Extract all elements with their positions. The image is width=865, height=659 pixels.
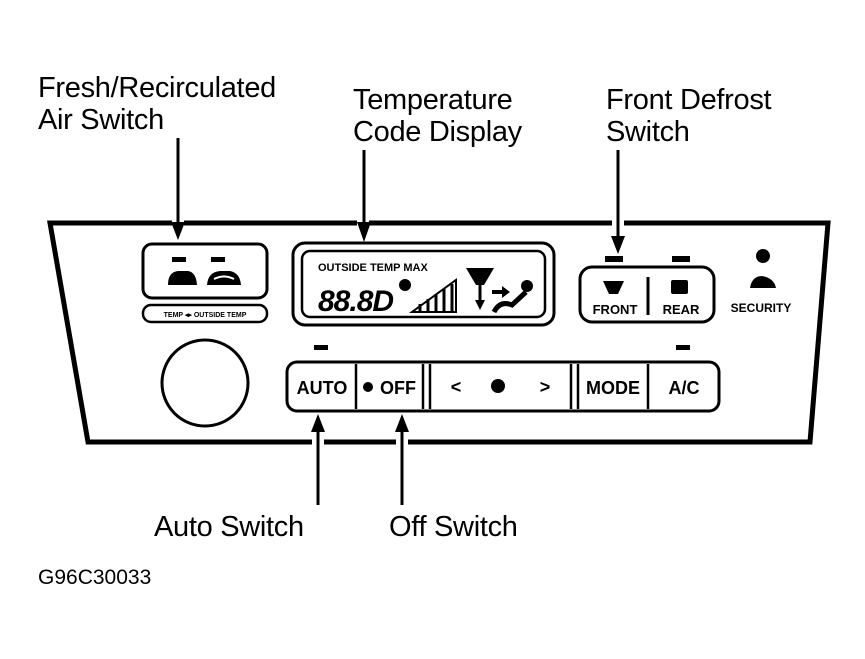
auto-indicator-led	[314, 345, 328, 350]
fan-speed-down-button[interactable]: <	[451, 377, 462, 397]
auto-label: AUTO	[297, 378, 348, 398]
ac-indicator-led	[676, 345, 690, 350]
front-defrost-icon	[603, 281, 624, 294]
mode-label: MODE	[586, 378, 640, 398]
fan-up-label: >	[540, 377, 551, 397]
arrow-front-defrost	[611, 150, 625, 254]
fan-level-bars	[408, 278, 457, 313]
security-indicator-led	[756, 249, 770, 263]
callout-fresh-recirc-line1: Fresh/Recirculated	[38, 72, 276, 104]
recirc-indicator-led	[211, 257, 225, 262]
callout-temp-display: Temperature Code Display	[353, 84, 522, 148]
callout-temp-display-line1: Temperature	[353, 84, 513, 116]
temperature-code-display: OUTSIDE TEMP MAX 88.8D	[291, 241, 556, 327]
figure-code: G96C30033	[38, 566, 152, 589]
auto-button[interactable]: AUTO	[297, 378, 348, 398]
rear-defrost-button[interactable]: REAR	[663, 280, 700, 317]
fresh-indicator-led	[172, 257, 186, 262]
arrow-auto-switch	[311, 414, 325, 505]
front-label: FRONT	[593, 302, 638, 317]
recirc-air-car-icon	[207, 271, 241, 285]
display-caption: OUTSIDE TEMP MAX	[318, 262, 428, 274]
fan-speed-icon-center	[491, 379, 505, 393]
callout-fresh-recirc-line2: Air Switch	[38, 104, 164, 136]
callout-front-defrost-line2: Switch	[606, 116, 690, 148]
rear-defrost-icon	[671, 280, 688, 294]
arrow-off-switch	[395, 414, 409, 505]
fresh-air-car-icon	[168, 271, 197, 285]
callout-off-switch: Off Switch	[389, 511, 518, 543]
security-label: SECURITY	[731, 301, 792, 315]
mode-button[interactable]: MODE	[586, 378, 640, 398]
callout-auto-switch: Auto Switch	[154, 511, 304, 543]
panel-outline	[47, 220, 831, 445]
arrow-fresh-recirc	[171, 138, 185, 240]
temperature-knob[interactable]	[160, 338, 250, 428]
airflow-mode-icon	[466, 268, 533, 314]
recirc-sublabel: TEMP ◂▸ OUTSIDE TEMP	[164, 312, 247, 319]
rear-defrost-indicator-led	[672, 256, 690, 262]
off-label: OFF	[380, 378, 416, 398]
front-defrost-button[interactable]: FRONT	[593, 281, 638, 317]
callout-front-defrost: Front Defrost Switch	[606, 84, 772, 148]
front-defrost-indicator-led	[605, 256, 623, 262]
fan-speed-up-button[interactable]: >	[540, 377, 551, 397]
display-digits: 88.8D	[318, 285, 393, 318]
security-car-icon	[750, 276, 776, 288]
arrow-temp-display	[357, 150, 371, 242]
fan-icon	[363, 382, 373, 392]
callout-fresh-recirc: Fresh/Recirculated Air Switch	[38, 72, 276, 136]
fan-speed-icon	[399, 279, 411, 291]
callout-front-defrost-line1: Front Defrost	[606, 84, 772, 116]
temp-outside-toggle-label: TEMP ◂▸ OUTSIDE TEMP	[141, 303, 269, 324]
fan-down-label: <	[451, 377, 462, 397]
ac-label: A/C	[669, 378, 700, 398]
callout-temp-display-line2: Code Display	[353, 116, 522, 148]
ac-button[interactable]: A/C	[669, 378, 700, 398]
rear-label: REAR	[663, 302, 700, 317]
off-button[interactable]: OFF	[363, 378, 416, 398]
fresh-recirc-switch[interactable]	[141, 242, 269, 300]
